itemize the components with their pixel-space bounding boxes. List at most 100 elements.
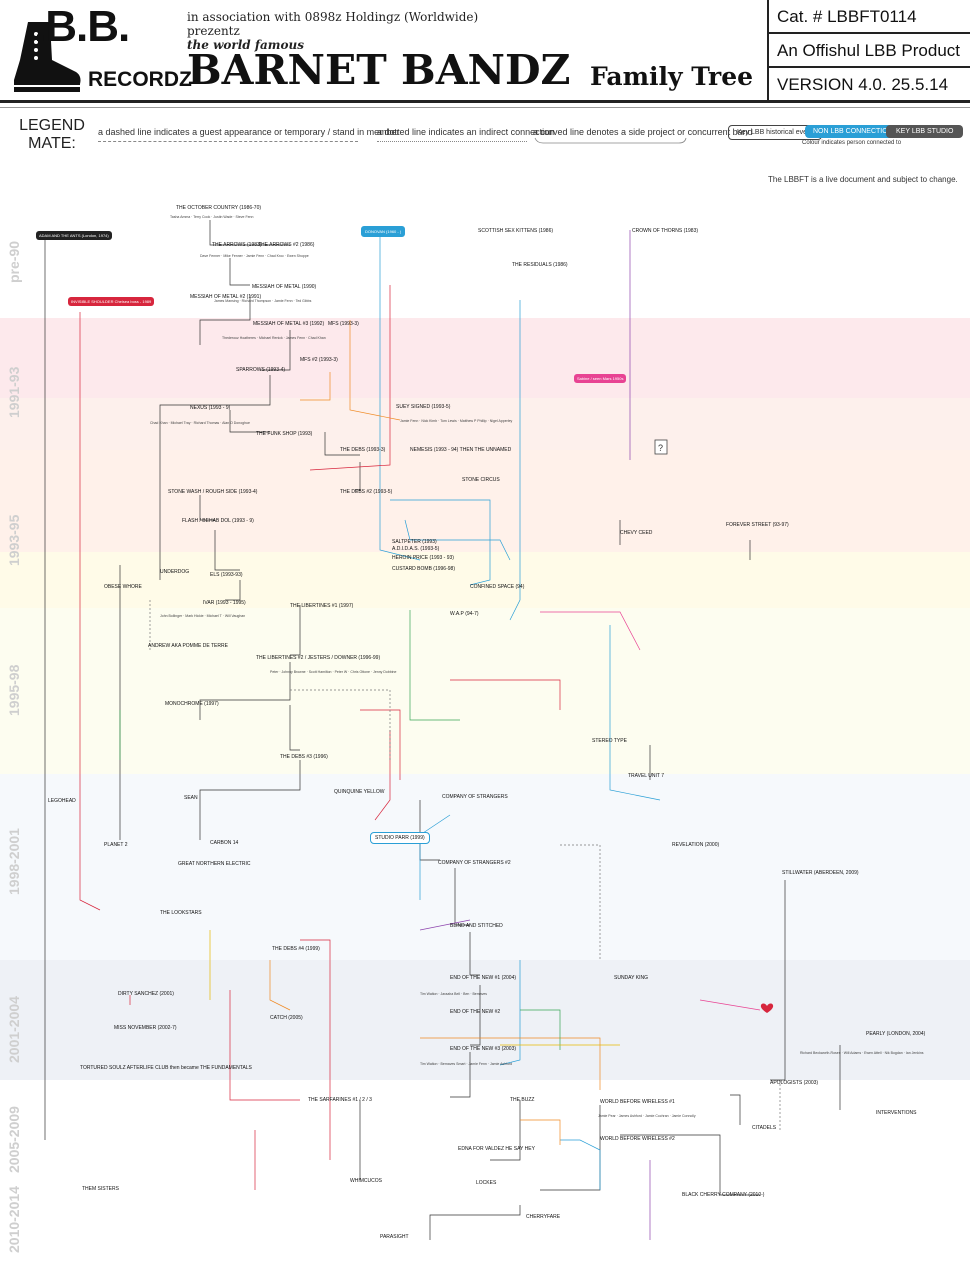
- band-sparrows: SPARROWS (1993-4): [236, 367, 286, 373]
- band-nemesis: NEMESIS (1993 - 94) then THE UNNAMED: [410, 447, 512, 453]
- note-pink: Sabine / seen Mars 1950s: [574, 374, 627, 383]
- band-libertines-1: THE LIBERTINES #1 (1997): [290, 603, 354, 609]
- band-stone-circus: STONE CIRCUS: [462, 477, 500, 483]
- catalog-number: Cat. # LBBFT0114: [777, 7, 917, 26]
- band-end-of-the-new-2: END OF THE NEW #2: [450, 1009, 501, 1015]
- band-ivar: IVAR (1993 - 1995): [203, 600, 246, 606]
- band-mfs: MFS (1993-3): [328, 321, 359, 327]
- band-legohead: LEGOHEAD: [48, 798, 76, 804]
- band-sarfarines: THE SARFARINES #1 / 2 / 3: [308, 1097, 372, 1103]
- band-saltpeter: SALTPETER (1993): [392, 539, 437, 545]
- band-lockes: LOCKES: [476, 1180, 497, 1186]
- members-wbw-1: Jamie Pear · James Ashford · Jamie Cochr…: [598, 1114, 696, 1118]
- members-end-new-3: Tim Walton · Bemaves Smart · Jamie Fenn …: [420, 1062, 513, 1066]
- band-sean: SEAN: [184, 795, 198, 801]
- era-band-1998: [0, 774, 970, 960]
- members-libertines-2: Peter · Johnny Browne · Scott Hamilton ·…: [270, 670, 397, 674]
- band-messiah-of-metal-2: MESSIAH OF METAL #2 (1991): [190, 294, 262, 300]
- logo-wordmark: .B.B.: [34, 2, 130, 51]
- band-world-before-wireless-2: WORLD BEFORE WIRELESS #2: [600, 1136, 675, 1142]
- members-messiah-metal: James Mansing · Richard Thompson · Jamie…: [214, 299, 312, 303]
- legend-curved-line: [534, 137, 687, 144]
- version-line: VERSION 4.0. 25.5.14: [777, 75, 949, 94]
- band-miss-november: MISS NOVEMBER (2002-7): [114, 1025, 177, 1031]
- band-travel-unit: TRAVEL UNIT 7: [628, 773, 665, 779]
- band-end-of-the-new-1: END OF THE NEW #1 (2004): [450, 975, 517, 981]
- legend-title: LEGEND MATE:: [14, 117, 90, 153]
- band-debs-4: THE DEBS #4 (1999): [272, 946, 320, 952]
- band-company-of-strangers-2: COMPANY OF STRANGERS #2: [438, 860, 511, 866]
- era-band-1991b: [0, 398, 970, 450]
- band-studio-parr: STUDIO PARR (1999): [370, 832, 430, 844]
- legend-title-line1: LEGEND: [19, 117, 85, 134]
- band-messiah-of-metal-3: MESSIAH OF METAL #3 (1992): [253, 321, 325, 327]
- legend-colour-note: Colour indicates person connected to: [802, 140, 902, 146]
- band-adidas: A.D.I.D.A.S. (1993-5): [392, 546, 440, 552]
- lbb-recordz-logo: .B.B. RECORDZ: [4, 2, 192, 96]
- band-adam-ants: ADAM AND THE ANTS (London, 1974): [36, 231, 112, 240]
- band-buzz: THE BUZZ: [510, 1097, 535, 1103]
- band-october-country: THE OCTOBER COUNTRY (1986-70): [176, 205, 262, 211]
- band-suey-signed: SUEY SIGNED (1993-5): [396, 404, 451, 410]
- band-interventions: INTERVENTIONS: [876, 1110, 917, 1116]
- band-cherryfare: CHERRYFARE: [526, 1214, 561, 1220]
- era-band-2005: [0, 1080, 970, 1280]
- band-pearly: PEARLY (London, 2004): [866, 1031, 926, 1037]
- members-libertines-early: John Bollinger · Mark Hickie · Michael T…: [160, 614, 246, 618]
- product-line: An Offishul LBB Product: [777, 41, 961, 60]
- band-stone-wash: STONE WASH / ROUGH SIDE (1993-4): [168, 489, 258, 495]
- band-whimcucos: WHIMCUCOS: [350, 1178, 382, 1184]
- band-underdog: UNDERDOG: [160, 569, 190, 575]
- logo-recordz: RECORDZ: [88, 68, 192, 91]
- band-end-of-the-new-3: END OF THE NEW #3 (2003): [450, 1046, 517, 1052]
- band-libertines-2: THE LIBERTINES #2 / JESTERS / DOWNER (19…: [256, 655, 381, 661]
- band-nexus: NEXUS (1993 - 9): [190, 405, 231, 411]
- members-suey-signed: Jamie Fenn · Nick Kimb · Tom Lewis · Mat…: [400, 419, 513, 423]
- band-them-sisters: THEM SISTERS: [82, 1186, 119, 1192]
- band-company-of-strangers: COMPANY OF STRANGERS: [442, 794, 508, 800]
- band-tortured-soulz: TORTURED SOULZ AFTERLIFE CLUB then becam…: [80, 1065, 252, 1071]
- band-crown-of-thorns: CROWN OF THORNS (1983): [632, 228, 699, 234]
- band-stillwater: STILLWATER (Aberdeen, 2009): [782, 870, 859, 876]
- legend-dashed: a dashed line indicates a guest appearan…: [98, 127, 400, 137]
- band-great-northern-electric: GREAT NORTHERN ELECTRIC: [178, 861, 251, 867]
- legend-dotted-line: [377, 141, 527, 142]
- band-donovan: DONOVAN (1960 - ): [361, 226, 406, 237]
- catalog-box: Cat. # LBBFT0114 An Offishul LBB Product…: [767, 0, 970, 101]
- header-divider: [0, 100, 970, 103]
- era-band-2001: [0, 960, 970, 1080]
- band-debs-2: THE DEBS #2 (1993-5): [340, 489, 393, 495]
- band-black-cherry-company: BLACK CHERRY COMPANY (2010-): [682, 1192, 765, 1198]
- page-subtitle: Family Tree: [590, 62, 754, 91]
- band-planet-2: PLANET 2: [104, 842, 128, 848]
- svg-text:?: ?: [658, 443, 663, 453]
- era-band-1993: [0, 450, 970, 552]
- prezentz-text: prezentz: [187, 24, 240, 38]
- members-end-new-1: Tim Walton · Jaraaha Bell · Ben · Bemave…: [420, 992, 488, 996]
- band-citadels: CITADELS: [752, 1125, 777, 1131]
- members-pearly: Richard Beckworth-Rosen · Will Adams · E…: [800, 1051, 924, 1055]
- band-carbon-14: CARBON 14: [210, 840, 239, 846]
- band-parasight: PARASIGHT: [380, 1234, 409, 1240]
- band-els: ELS (1993-93): [210, 572, 243, 578]
- band-obese-whore: OBESE WHORE: [104, 584, 142, 590]
- page-title: BARNET BANDZ: [187, 46, 571, 94]
- header-divider-thin: [0, 107, 970, 108]
- live-document-note: The LBBFT is a live document and subject…: [768, 175, 958, 184]
- band-edna-for-valdez: EDNA FOR VALDEZ HE SAY HEY: [458, 1146, 535, 1152]
- era-band-1995: [0, 608, 970, 774]
- band-invisible-shoulder: INVISIBLE SHOULDER Chelsea boss - 1989: [68, 297, 155, 306]
- band-quinquine-yellow: QUINQUINE YELLOW: [334, 789, 385, 795]
- legend-dotted: a dotted line indicates an indirect conn…: [377, 127, 555, 137]
- band-dirty-sanchez: DIRTY SANCHEZ (2001): [118, 991, 174, 997]
- era-band-1991: [0, 318, 970, 398]
- band-lookstars: THE LOOKSTARS: [160, 910, 202, 916]
- band-flash: FLASH / BEHAB DOL (1993 - 9): [182, 518, 254, 524]
- band-andrew: ANDREW aka POMME DE TERRE: [148, 643, 228, 649]
- heart-icon: [760, 1003, 774, 1013]
- band-revelation: REVELATION (2000): [672, 842, 720, 848]
- band-funk-shop: THE FUNK SHOP (1993): [256, 431, 313, 437]
- band-debs-1993: THE DEBS (1993-3): [340, 447, 386, 453]
- band-stereo-type: STEREO TYPE: [592, 738, 627, 744]
